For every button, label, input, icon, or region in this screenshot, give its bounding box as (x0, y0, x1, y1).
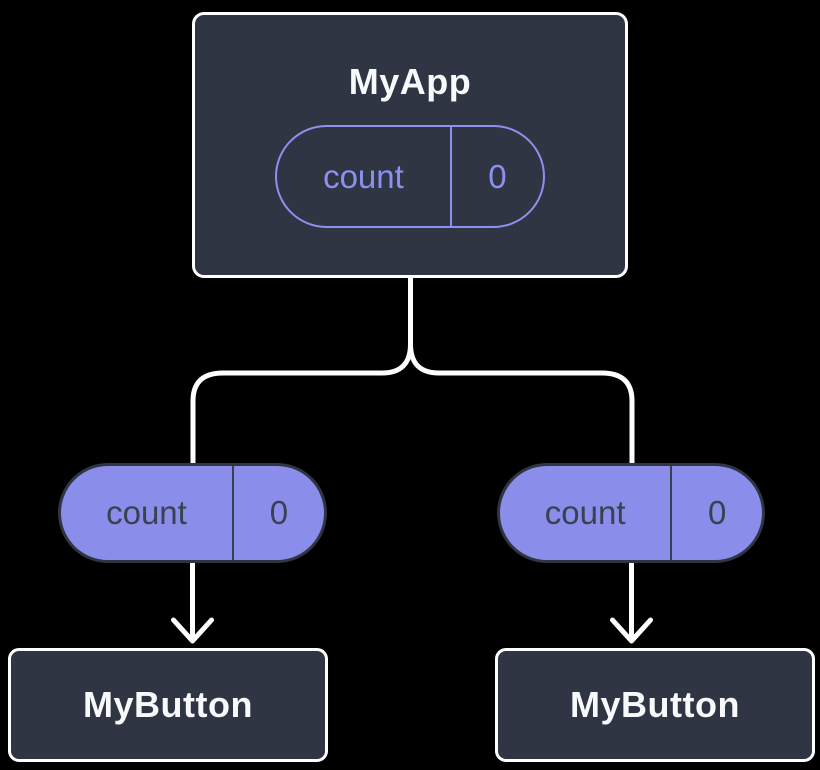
node-mybutton-left-title: MyButton (83, 684, 253, 725)
branch-left-line (190, 341, 413, 466)
state-pill-name: count (323, 157, 404, 195)
state-pill-count: count 0 (275, 125, 545, 228)
prop-pill-right-value: 0 (670, 466, 762, 560)
prop-pill-left-value: 0 (231, 466, 324, 560)
node-mybutton-right: MyButton (495, 648, 815, 762)
node-mybutton-right-title: MyButton (570, 684, 740, 725)
prop-pill-right-name: count (544, 494, 626, 531)
branch-right-line (408, 341, 635, 466)
prop-pill-left: count 0 (58, 463, 327, 563)
prop-pill-right: count 0 (497, 463, 765, 563)
arrow-right-head (610, 617, 653, 644)
arrow-left-head (171, 617, 214, 644)
state-pill-value: 0 (449, 127, 543, 226)
node-myapp: MyApp count 0 (192, 12, 628, 278)
node-mybutton-left: MyButton (8, 648, 328, 762)
node-myapp-title: MyApp (348, 61, 472, 102)
prop-pill-left-name: count (106, 494, 187, 531)
